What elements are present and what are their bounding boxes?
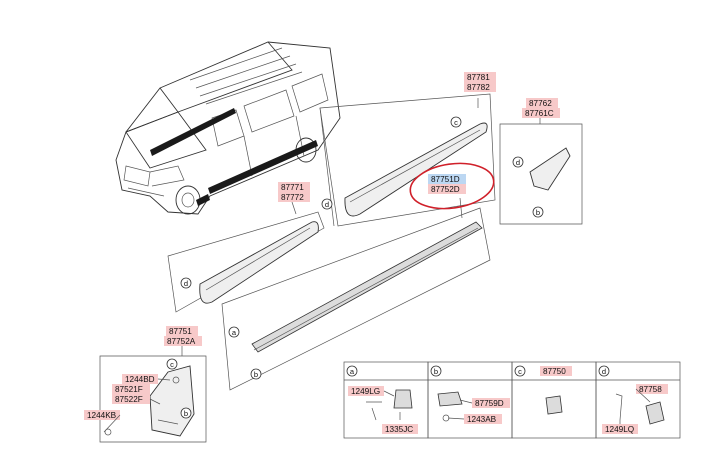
van-roof-moulding bbox=[150, 108, 236, 156]
van-illustration bbox=[115, 41, 341, 215]
avito-watermark: Avito bbox=[624, 447, 692, 466]
svg-text:1243AB: 1243AB bbox=[467, 415, 497, 424]
van-sill-moulding bbox=[196, 194, 210, 206]
svg-text:87759D: 87759D bbox=[475, 399, 504, 408]
label-87521F: 87521F bbox=[112, 384, 150, 394]
svg-text:87758: 87758 bbox=[639, 385, 662, 394]
label-87762: 87762 bbox=[526, 98, 558, 108]
label-1249LQ: 1249LQ bbox=[602, 424, 638, 434]
callout-c-box: c bbox=[514, 365, 526, 377]
label-87772: 87772 bbox=[278, 192, 310, 202]
highlight-circle-mark bbox=[409, 162, 495, 210]
svg-text:d: d bbox=[325, 200, 329, 209]
svg-text:b: b bbox=[184, 409, 188, 418]
svg-text:c: c bbox=[518, 367, 522, 376]
svg-text:b: b bbox=[434, 367, 438, 376]
label-87771: 87771 bbox=[278, 182, 310, 192]
svg-text:d: d bbox=[602, 367, 606, 376]
svg-text:87761C: 87761C bbox=[525, 109, 554, 118]
svg-text:87771: 87771 bbox=[281, 183, 304, 192]
label-87759D: 87759D bbox=[472, 398, 510, 408]
avito-dots-icon bbox=[624, 447, 648, 465]
label-87752A: 87752A bbox=[164, 336, 202, 346]
svg-text:1249LQ: 1249LQ bbox=[605, 425, 634, 434]
svg-text:87751: 87751 bbox=[169, 327, 192, 336]
callout-d-rear: d bbox=[512, 156, 524, 168]
label-87781: 87781 bbox=[464, 72, 496, 82]
label-1249LG: 1249LG bbox=[348, 386, 384, 396]
trim-87762-group bbox=[499, 118, 583, 225]
label-87761C: 87761C bbox=[522, 108, 560, 118]
svg-text:b: b bbox=[254, 370, 258, 379]
label-1243AB: 1243AB bbox=[464, 414, 502, 424]
callout-b-flap: b bbox=[180, 407, 192, 419]
svg-text:1244BD: 1244BD bbox=[125, 375, 155, 384]
label-1244KB: 1244KB bbox=[84, 410, 120, 420]
label-87782: 87782 bbox=[464, 82, 496, 92]
svg-text:87522F: 87522F bbox=[115, 395, 143, 404]
svg-text:87752D: 87752D bbox=[431, 185, 460, 194]
svg-text:d: d bbox=[516, 158, 520, 167]
svg-text:87521F: 87521F bbox=[115, 385, 143, 394]
svg-text:87781: 87781 bbox=[467, 73, 490, 82]
svg-text:b: b bbox=[536, 208, 540, 217]
moulding-87781-group bbox=[319, 93, 496, 227]
moulding-87771-group bbox=[167, 201, 325, 313]
callout-c-flap: c bbox=[166, 358, 178, 370]
callout-d-upper: d bbox=[321, 198, 333, 210]
label-1244BD: 1244BD bbox=[122, 374, 158, 384]
svg-text:a: a bbox=[350, 367, 355, 376]
callout-b-rear: b bbox=[532, 206, 544, 218]
label-87750: 87750 bbox=[540, 366, 572, 376]
label-87751D: 87751D bbox=[428, 174, 466, 184]
callout-b-box: b bbox=[430, 365, 442, 377]
label-87758: 87758 bbox=[636, 384, 668, 394]
callout-d-front: d bbox=[180, 277, 192, 289]
svg-text:87772: 87772 bbox=[281, 193, 304, 202]
svg-text:a: a bbox=[232, 328, 237, 337]
callout-a-box: a bbox=[346, 365, 358, 377]
label-87522F: 87522F bbox=[112, 394, 150, 404]
svg-text:87751D: 87751D bbox=[431, 175, 460, 184]
svg-text:1244KB: 1244KB bbox=[87, 411, 117, 420]
svg-text:c: c bbox=[454, 118, 458, 127]
label-87751: 87751 bbox=[166, 326, 198, 336]
callout-c-upper: c bbox=[450, 116, 462, 128]
label-1335JC: 1335JC bbox=[382, 424, 418, 434]
svg-text:1249LG: 1249LG bbox=[351, 387, 380, 396]
svg-text:1335JC: 1335JC bbox=[385, 425, 413, 434]
detail-boxes bbox=[343, 361, 681, 439]
callout-d-box: d bbox=[598, 365, 610, 377]
watermark-text: Avito bbox=[650, 447, 692, 466]
svg-text:87752A: 87752A bbox=[167, 337, 196, 346]
svg-text:87762: 87762 bbox=[529, 99, 552, 108]
moulding-87751D-group bbox=[221, 197, 491, 391]
callout-a-sill: a bbox=[228, 326, 240, 338]
callout-b-sill: b bbox=[250, 368, 262, 380]
svg-text:d: d bbox=[184, 279, 188, 288]
svg-text:87782: 87782 bbox=[467, 83, 490, 92]
svg-text:c: c bbox=[170, 360, 174, 369]
label-87752D: 87752D bbox=[428, 184, 466, 194]
van-door-moulding bbox=[208, 140, 318, 194]
svg-text:87750: 87750 bbox=[543, 367, 566, 376]
